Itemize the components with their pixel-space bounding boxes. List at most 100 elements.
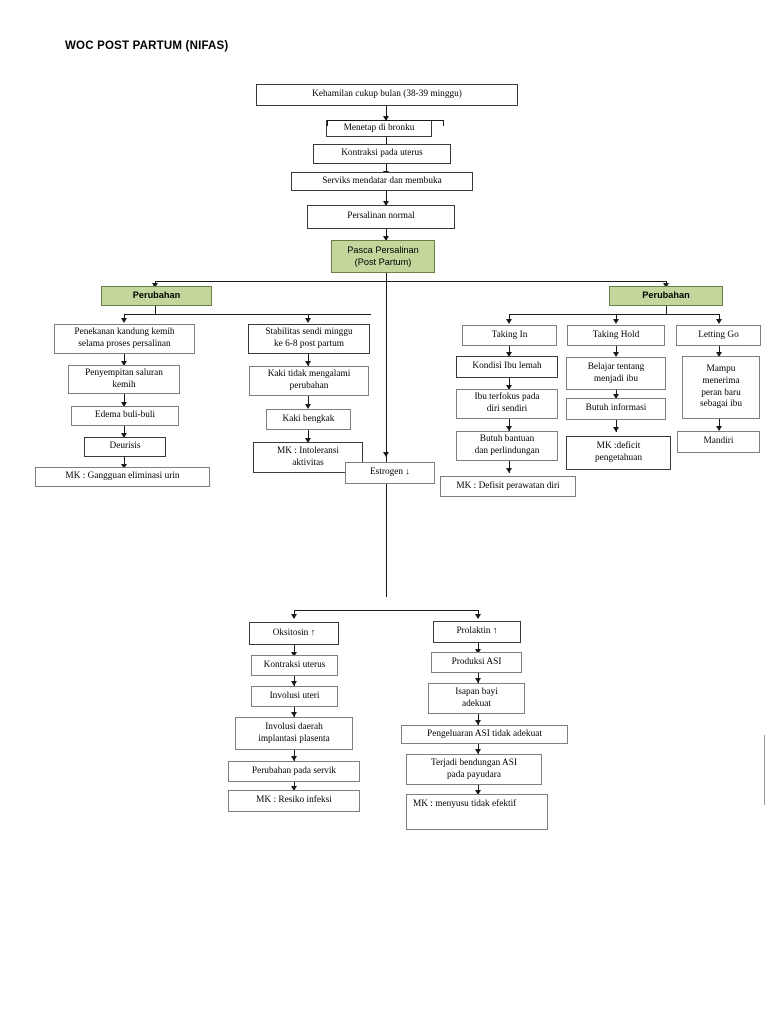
butuh-bantuan-line-1: Butuh bantuan [479,434,535,445]
node-butuh-informasi: Butuh informasi [566,398,666,420]
connector-v [308,314,309,321]
connector-bracket [327,120,443,121]
node-menetap-di-bronku: Menetap di bronku [326,120,432,137]
node-perubahan-pada-servik: Perubahan pada servik [228,761,360,782]
connector-arrow [121,433,127,438]
connector-arrow [506,426,512,431]
connector-arrow [291,712,297,717]
kaki-tidak-line-2: perubahan [289,381,329,391]
connector-arrow [475,749,481,754]
connector-arrow [121,318,127,323]
node-involusi-daerah-implantasi: Involusi daerah implantasi plasenta [235,717,353,750]
isapan-line-1: Isapan bayi [455,686,498,697]
penekanan-line-2: selama proses persalinan [78,339,171,349]
node-taking-hold: Taking Hold [567,325,665,346]
node-mk-defisit-perawatan-diri: MK : Defisit perawatan diri [440,476,576,497]
node-belajar-menjadi-ibu: Belajar tentang menjadi ibu [566,357,666,390]
node-edema-buli-buli: Edema buli-buli [71,406,179,426]
connector-arrow [613,394,619,399]
connector-v [294,645,295,656]
node-butuh-bantuan: Butuh bantuan dan perlindungan [456,431,558,461]
connector-v [308,430,309,443]
stabilitas-line-1: Stabilitas sendi minggu [265,327,353,338]
connector-v [327,120,328,126]
connector-v [478,643,479,654]
connector-arrow [383,452,389,457]
node-prolaktin: Prolaktin ↑ [433,621,521,643]
connector-arrow [475,678,481,683]
mk-intoleransi-line-1: MK : Intoleransi [277,445,339,456]
connector-v [666,306,667,315]
connector-arrow [383,116,389,121]
node-mk-gangguan-eliminasi-urin: MK : Gangguan eliminasi urin [35,467,210,487]
connector-arrow [305,361,311,366]
isapan-line-2: adekuat [462,698,491,709]
connector-arrow [121,402,127,407]
connector-arrow [716,426,722,431]
connector-v [386,273,387,282]
stabilitas-line-2: ke 6-8 post partum [274,339,344,349]
belajar-line-2: menjadi ibu [593,373,639,384]
node-penyempitan-saluran-kemih: Penyempitan saluran kemih [68,365,180,394]
connector-h-split [155,281,667,282]
mk-deficit-line-2: pengetahuan [595,453,642,463]
node-mandiri: Mandiri [677,431,760,453]
connector-v [616,420,617,432]
node-serviks: Serviks mendatar dan membuka [291,172,473,191]
terfokus-line-1: Ibu terfokus pada [474,392,540,403]
node-penekanan-kandung-kemih: Penekanan kandung kemih selama proses pe… [54,324,195,354]
connector-v [386,137,387,149]
connector-v [719,314,720,322]
connector-v-long-bottom [386,281,387,597]
connector-arrow [506,468,512,473]
node-kehamilan: Kehamilan cukup bulan (38-39 minggu) [256,84,518,106]
connector-arrow [506,385,512,390]
connector-v [155,306,156,315]
node-deurisis: Deurisis [84,437,166,457]
connector-arrow [152,283,158,288]
mk-intoleransi-line-2: aktivitas [292,457,324,468]
pasca-line-1: Pasca Persalinan [347,245,419,255]
penyempitan-line-2: kemih [112,379,136,390]
connector-h-split [124,314,371,315]
connector-arrow [305,318,311,323]
node-oksitosin: Oksitosin ↑ [249,622,339,645]
node-mk-resiko-infeksi: MK : Resiko infeksi [228,790,360,812]
node-mk-menyusu-tidak-efektif: MK : menyusu tidak efektif [406,794,548,830]
connector-v [124,394,125,407]
connector-v [386,229,387,241]
mk-deficit-line-1: MK :deficit [596,441,641,452]
node-estrogen: Estrogen ↓ [345,462,435,484]
connector-arrow [475,614,481,619]
node-kontraksi-uterus-2: Kontraksi uterus [251,655,338,676]
node-taking-in: Taking In [462,325,557,346]
penyempitan-line-1: Penyempitan saluran [85,367,163,378]
connector-v [509,461,510,473]
connector-v [294,750,295,761]
page-edge-mark [764,735,765,805]
connector-v [386,164,387,176]
connector-arrow [291,681,297,686]
page-title: WOC POST PARTUM (NIFAS) [65,40,229,52]
connector-v [308,396,309,408]
connector-arrow [305,438,311,443]
node-perubahan-left: Perubahan [101,286,212,306]
connector-v [443,120,444,126]
connector-arrow [383,236,389,241]
butuh-bantuan-line-2: dan perlindungan [474,446,540,456]
connector-v [124,314,125,321]
node-mampu-menerima-peran-baru: Mampu menerima peran baru sebagai ibu [682,356,760,419]
node-kontraksi-pada-uterus: Kontraksi pada uterus [313,144,451,164]
node-letting-go: Letting Go [676,325,761,346]
connector-arrow [506,319,512,324]
involusi-daerah-line-2: implantasi plasenta [258,733,330,744]
connector-v [308,354,309,366]
connector-v [719,419,720,430]
connector-v [509,378,510,389]
kaki-tidak-line-1: Kaki tidak mengalami [267,369,351,380]
belajar-line-1: Belajar tentang [587,361,645,372]
connector-v [719,346,720,356]
node-mk-intoleransi-aktivitas: MK : Intoleransi aktivitas [253,442,363,473]
bendungan-line-2: pada payudara [447,769,501,780]
connector-v [509,346,510,356]
